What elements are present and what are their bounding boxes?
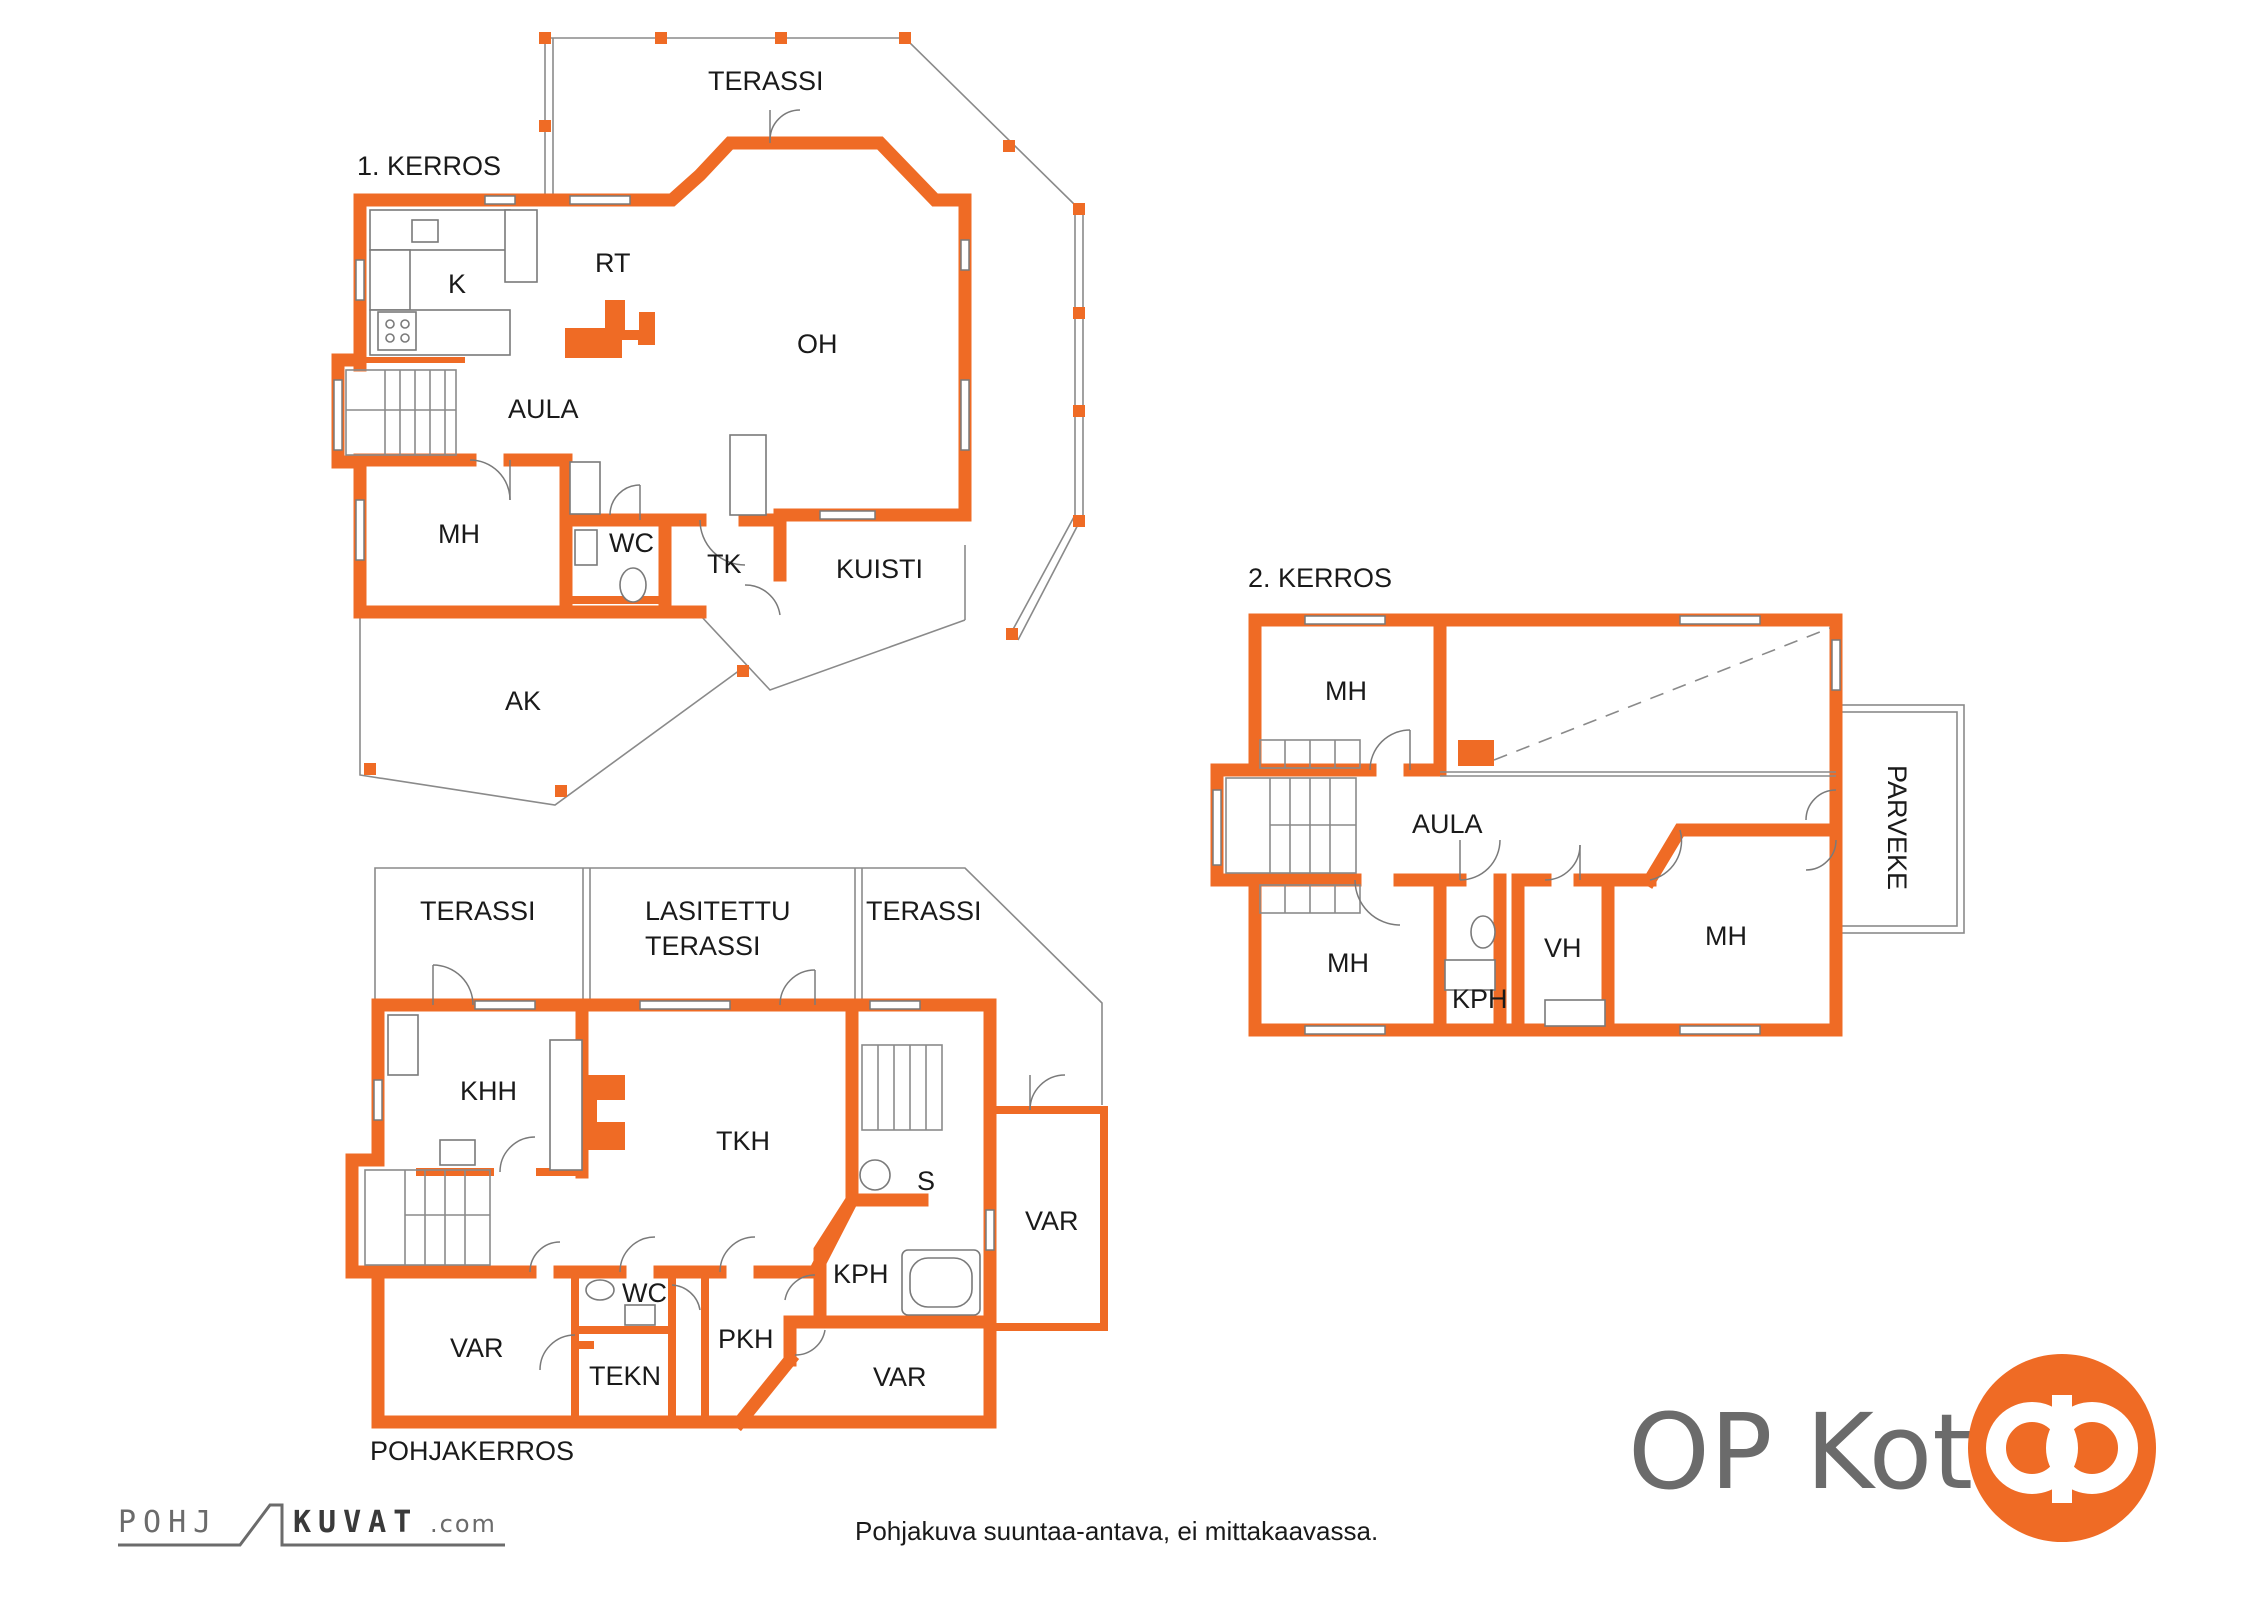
room-label-aula-first: AULA	[508, 394, 579, 424]
op-koti-brand-text: OP Koti	[1628, 1391, 2002, 1513]
room-label-mh-bottom-second: MH	[1327, 948, 1369, 978]
room-label-oh: OH	[797, 329, 838, 359]
room-label-terassi-right: TERASSI	[866, 896, 982, 926]
room-label-tekn: TEKN	[589, 1361, 661, 1391]
room-label-khh: KHH	[460, 1076, 517, 1106]
room-label-var-bottom: VAR	[873, 1362, 927, 1392]
pohjakuvat-logo: POHJ KUVAT .com	[118, 1503, 505, 1547]
room-label-vh: VH	[1544, 933, 1582, 963]
room-label-terassi-left: TERASSI	[420, 896, 536, 926]
room-label-mh-right-second: MH	[1705, 921, 1747, 951]
footer: Pohjakuva suuntaa-antava, ei mittakaavas…	[118, 1354, 2156, 1547]
disclaimer-note: Pohjakuva suuntaa-antava, ei mittakaavas…	[855, 1516, 1378, 1546]
room-label-tk: TK	[707, 549, 742, 579]
first-floor-plan	[331, 32, 1085, 806]
room-label-kuisti: KUISTI	[836, 554, 923, 584]
room-label-pkh: PKH	[718, 1324, 774, 1354]
room-label-rt: RT	[595, 248, 631, 278]
second-floor-plan	[1210, 613, 1965, 1037]
room-label-wc-first: WC	[609, 528, 654, 558]
floor-title-second: 2. KERROS	[1248, 563, 1392, 593]
pohjakuvat-logo-left: POHJ	[118, 1505, 218, 1540]
room-label-lasitettu-line2: TERASSI	[645, 931, 761, 961]
pohjakuvat-logo-domain: .com	[430, 1510, 497, 1538]
room-label-var-left: VAR	[450, 1333, 504, 1363]
room-label-var-right: VAR	[1025, 1206, 1079, 1236]
basement-floor-plan	[345, 867, 1108, 1432]
room-label-ak: AK	[505, 686, 541, 716]
floor-title-basement: POHJAKERROS	[370, 1436, 574, 1466]
room-labels: 1. KERROS 2. KERROS POHJAKERROS TERASSI …	[357, 66, 1912, 1466]
op-logo-icon	[1968, 1354, 2156, 1542]
room-label-parveke: PARVEKE	[1882, 765, 1912, 890]
room-label-kph-second: KPH	[1452, 984, 1508, 1014]
pohjakuvat-logo-line-icon	[118, 1503, 505, 1547]
room-label-aula-second: AULA	[1412, 809, 1483, 839]
room-label-mh-top-second: MH	[1325, 676, 1367, 706]
room-label-wc-basement: WC	[622, 1278, 667, 1308]
room-label-s: S	[917, 1166, 935, 1196]
room-label-k: K	[448, 269, 466, 299]
room-label-lasitettu-line1: LASITETTU	[645, 896, 791, 926]
room-label-tkh: TKH	[716, 1126, 770, 1156]
floor-title-first: 1. KERROS	[357, 151, 501, 181]
room-label-mh-first: MH	[438, 519, 480, 549]
pohjakuvat-logo-right: KUVAT	[293, 1505, 418, 1540]
room-label-terassi-first: TERASSI	[708, 66, 824, 96]
room-label-kph-basement: KPH	[833, 1259, 889, 1289]
